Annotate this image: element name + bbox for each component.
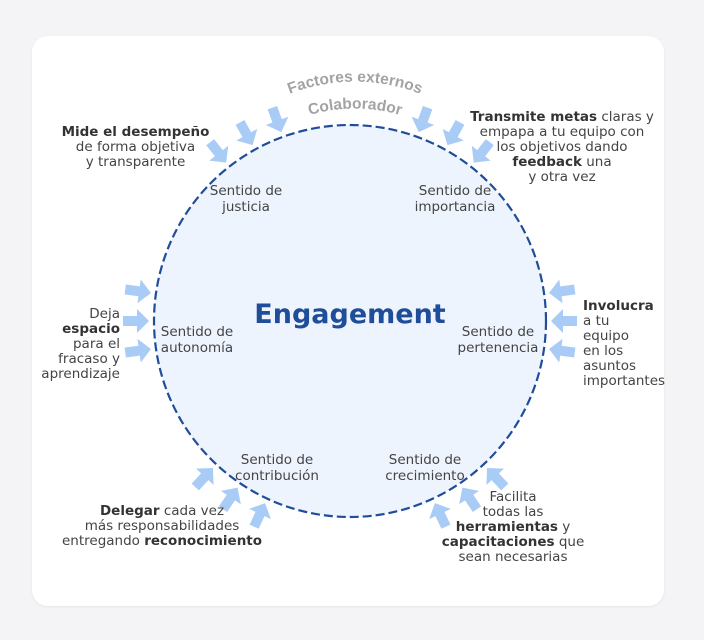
inward-arrow-icon — [486, 467, 509, 491]
note-transmite-line5: y otra vez — [528, 169, 596, 185]
inward-arrow-icon — [411, 105, 435, 133]
note-transmite-after1: claras y — [597, 109, 654, 125]
inward-arrow-icon — [471, 139, 494, 163]
inward-arrow-icon — [551, 309, 577, 333]
sentido-autonomia-line2: autonomía — [160, 340, 234, 356]
note-involucra-line5: asuntos — [583, 358, 637, 374]
engagement-circle — [152, 123, 548, 519]
inward-arrow-icon — [124, 279, 151, 304]
note-delegar-line3: entregando — [62, 533, 145, 549]
inward-arrow-icon — [442, 120, 465, 146]
note-deja-line5: aprendizaje — [41, 366, 120, 382]
note-transmite: Transmite metas claras y empapa a tu equ… — [463, 110, 661, 185]
inward-arrow-icon — [249, 503, 271, 529]
inward-arrow-icon — [235, 120, 258, 146]
inward-arrow-icon — [124, 338, 151, 363]
note-facilita-bold3: herramientas — [455, 519, 558, 535]
inward-arrow-icon — [459, 487, 482, 512]
sentido-autonomia: Sentido de autonomía — [161, 324, 233, 356]
inward-arrow-icon — [218, 487, 241, 512]
inward-arrow-icon — [206, 139, 229, 163]
note-involucra-bold1: Involucra — [583, 298, 654, 314]
note-facilita: Facilita todas las herramientas y capaci… — [438, 490, 588, 565]
note-mide-line3: y transparente — [85, 154, 186, 170]
ring-outer-label: Factores externos — [285, 69, 425, 98]
note-delegar-line2: más responsabilidades — [84, 518, 240, 534]
note-transmite-line2: empapa a tu equipo con — [479, 124, 645, 140]
note-deja-line4: fracaso y — [58, 351, 120, 367]
sentido-crecimiento-line2: crecimiento — [385, 468, 465, 484]
note-delegar-bold3: reconocimiento — [144, 533, 263, 549]
sentido-pertenencia-line1: Sentido de — [461, 324, 535, 340]
inward-arrow-icon — [265, 105, 289, 133]
note-transmite-bold4: feedback — [512, 154, 582, 170]
note-mide: Mide el desempeño de forma objetiva y tr… — [58, 125, 213, 170]
sentido-crecimiento-line1: Sentido de — [388, 452, 462, 468]
sentido-pertenencia-line2: pertenencia — [457, 340, 539, 356]
inward-arrow-icon — [429, 503, 451, 529]
note-transmite-line3: los objetivos dando — [496, 139, 628, 155]
note-delegar-bold1: Delegar — [99, 503, 160, 519]
note-transmite-bold1: Transmite metas — [470, 109, 598, 125]
sentido-importancia-line2: importancia — [414, 199, 496, 215]
inward-arrow-icon — [549, 338, 576, 363]
note-facilita-line1: Facilita — [489, 489, 537, 505]
note-mide-line2: de forma objetiva — [75, 139, 196, 155]
note-deja-line3: para el — [72, 336, 120, 352]
note-deja-line1: Deja — [89, 306, 120, 322]
note-facilita-line2: todas las — [482, 504, 544, 520]
note-facilita-bold4: capacitaciones — [441, 534, 555, 550]
inward-arrow-icon — [191, 467, 214, 491]
sentido-justicia-line1: Sentido de — [209, 183, 283, 199]
inward-arrow-icon — [123, 309, 149, 333]
arrow-group — [123, 105, 577, 529]
note-delegar-after1: cada vez — [159, 503, 225, 519]
sentido-justicia: Sentido de justicia — [210, 183, 282, 215]
note-delegar: Delegar cada vez más responsabilidades e… — [62, 504, 262, 549]
note-facilita-after4: que — [554, 534, 585, 550]
note-mide-bold: Mide el desempeño — [61, 124, 210, 140]
sentido-autonomia-line1: Sentido de — [160, 324, 234, 340]
note-facilita-after3: y — [557, 519, 571, 535]
inward-arrow-icon — [549, 279, 576, 304]
sentido-crecimiento: Sentido de crecimiento — [385, 452, 464, 484]
note-facilita-line5: sean necesarias — [458, 549, 568, 565]
sentido-contribucion: Sentido de contribución — [235, 452, 319, 484]
sentido-importancia: Sentido de importancia — [415, 183, 496, 215]
sentido-justicia-line2: justicia — [222, 199, 270, 215]
sentido-pertenencia: Sentido de pertenencia — [458, 324, 539, 356]
sentido-contribucion-line1: Sentido de — [240, 452, 314, 468]
note-involucra-line3: equipo — [583, 328, 630, 344]
note-involucra-line4: en los — [583, 343, 624, 359]
ring-inner-label: Colaborador — [306, 96, 404, 119]
note-involucra: Involucra a tu equipo en los asuntos imp… — [583, 299, 683, 389]
sentido-contribucion-line2: contribución — [235, 468, 319, 484]
note-involucra-line6: importantes — [583, 373, 666, 389]
note-deja: Deja espacio para el fracaso y aprendiza… — [28, 307, 120, 382]
center-title: Engagement — [254, 299, 446, 330]
note-transmite-after4: una — [581, 154, 612, 170]
note-involucra-line2: a tu — [583, 313, 610, 329]
sentido-importancia-line1: Sentido de — [418, 183, 492, 199]
note-deja-bold2: espacio — [62, 321, 120, 337]
